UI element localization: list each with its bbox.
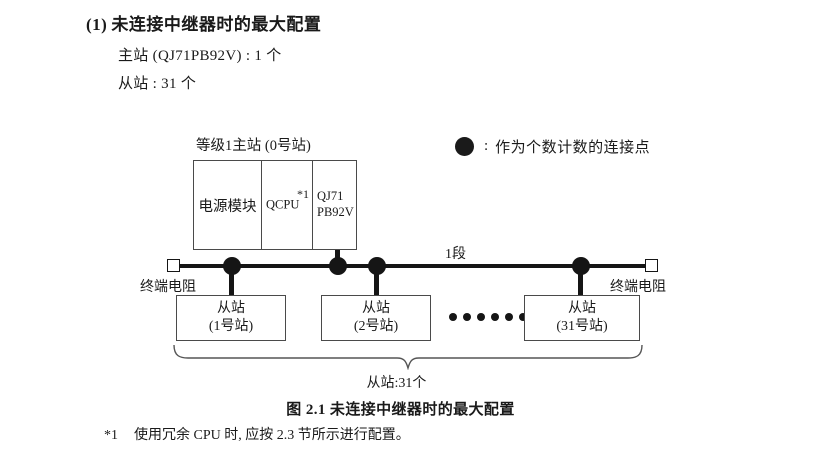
- ellipsis-dot: [519, 313, 527, 321]
- terminal-resistor-left-label: 终端电阻: [140, 280, 196, 295]
- slave-31-line2: (31号站): [556, 319, 608, 334]
- figure-caption: 图 2.1 未连接中继器时的最大配置: [0, 398, 821, 419]
- legend-colon: :: [484, 138, 489, 154]
- ellipsis-dot: [491, 313, 499, 321]
- slave-group-brace: [173, 344, 643, 370]
- bus-line: [177, 264, 647, 268]
- drop-line-slave-31: [578, 264, 583, 296]
- ellipsis-dots: [449, 313, 527, 321]
- slave-station-box-31: 从站 (31号站): [524, 295, 640, 341]
- ellipsis-dot: [463, 313, 471, 321]
- drop-line-slave-1: [229, 264, 234, 296]
- slave-2-line1: 从站: [362, 300, 390, 316]
- figure-caption-text: 图 2.1 未连接中继器时的最大配置: [286, 402, 515, 418]
- connection-point-icon: [455, 137, 474, 156]
- slave-station-box-2: 从站 (2号站): [321, 295, 431, 341]
- qcpu-label: QCPU: [266, 197, 300, 212]
- terminal-resistor-right-label: 终端电阻: [610, 280, 666, 295]
- connection-dot-master: [329, 257, 347, 275]
- qcpu-cell: QCPU *1: [262, 161, 313, 249]
- ellipsis-dot: [505, 313, 513, 321]
- slave-station-box-1: 从站 (1号站): [176, 295, 286, 341]
- pb92v-cell: QJ71 PB92V: [313, 161, 356, 249]
- terminal-resistor-left-icon: [167, 259, 180, 272]
- footnote: *1 使用冗余 CPU 时, 应按 2.3 节所示进行配置。: [104, 424, 410, 444]
- legend: : 作为个数计数的连接点: [455, 136, 650, 157]
- footnote-text: 使用冗余 CPU 时, 应按 2.3 节所示进行配置。: [134, 428, 410, 443]
- master-station-label: 等级1主站 (0号站): [196, 138, 311, 154]
- spec-master-count: 主站 (QJ71PB92V) : 1 个: [118, 48, 282, 64]
- power-module-cell: 电源模块: [194, 161, 262, 249]
- slave-1-line2: (1号站): [208, 319, 254, 334]
- terminal-resistor-right-icon: [645, 259, 658, 272]
- qcpu-footnote-mark: *1: [297, 187, 309, 201]
- slave-1-line1: 从站: [217, 300, 245, 316]
- brace-caption: 从站:31个: [0, 372, 821, 392]
- ellipsis-dot: [477, 313, 485, 321]
- slave-31-line1: 从站: [568, 300, 596, 316]
- section-number: (1): [86, 15, 108, 34]
- drop-line-slave-2: [374, 264, 379, 296]
- section-title: 未连接中继器时的最大配置: [111, 15, 322, 34]
- legend-label: 作为个数计数的连接点: [495, 140, 651, 156]
- section-heading: (1)未连接中继器时的最大配置: [86, 10, 321, 35]
- spec-slave-count: 从站 : 31 个: [118, 76, 197, 92]
- power-module-label: 电源模块: [198, 198, 257, 215]
- footnote-mark: *1: [104, 428, 118, 443]
- master-station-box: 电源模块 QCPU *1 QJ71 PB92V: [193, 160, 357, 250]
- pb92v-label-line2: PB92V: [317, 205, 354, 219]
- brace-caption-text: 从站:31个: [366, 376, 427, 391]
- slave-2-line2: (2号站): [353, 319, 399, 334]
- ellipsis-dot: [449, 313, 457, 321]
- segment-label: 1段: [445, 247, 466, 262]
- pb92v-label-line1: QJ71: [317, 189, 344, 204]
